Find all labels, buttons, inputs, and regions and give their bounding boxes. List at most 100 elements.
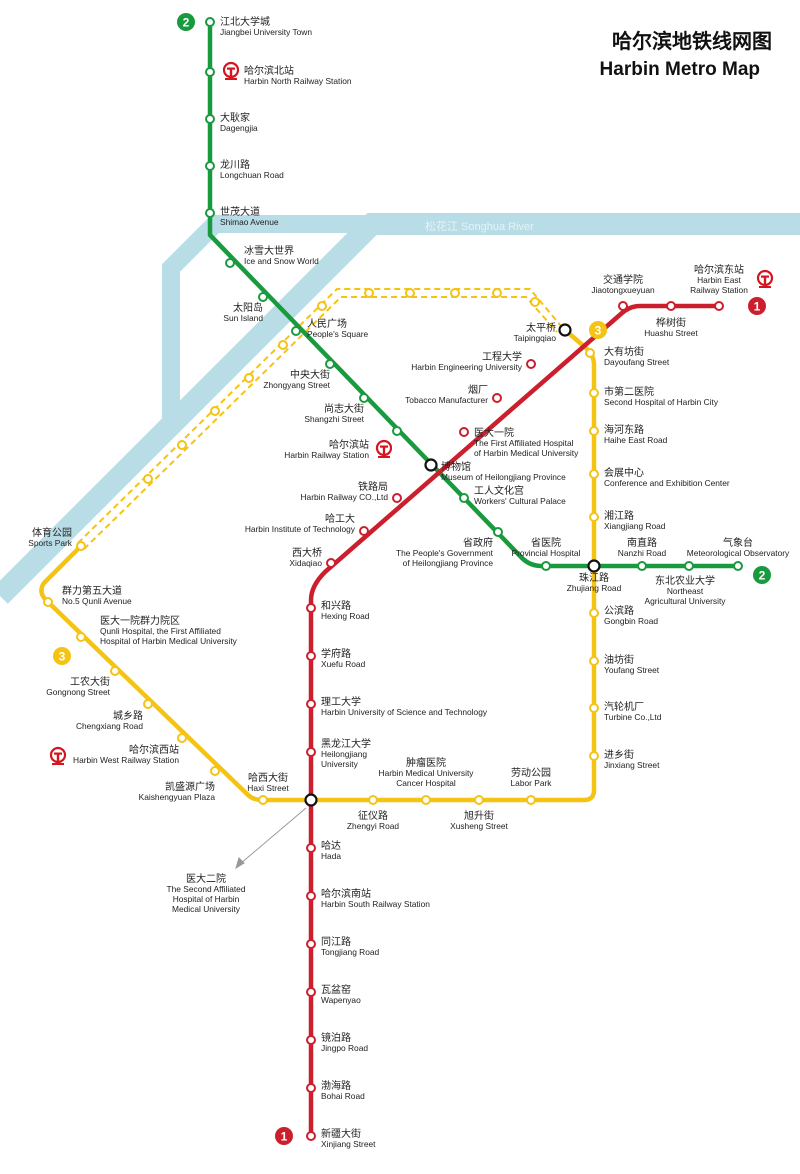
station-marker[interactable]: [589, 512, 599, 522]
station-marker[interactable]: [306, 891, 316, 901]
station-marker[interactable]: [733, 561, 743, 571]
station-marker[interactable]: [714, 301, 724, 311]
station-marker[interactable]: [368, 795, 378, 805]
station-marker[interactable]: [589, 469, 599, 479]
station-marker[interactable]: [459, 427, 469, 437]
interchange-marker[interactable]: [587, 559, 601, 573]
station-marker[interactable]: [177, 733, 187, 743]
station-marker[interactable]: [43, 597, 53, 607]
station-marker[interactable]: [306, 603, 316, 613]
station-marker[interactable]: [392, 426, 402, 436]
station-marker[interactable]: [421, 795, 431, 805]
station-marker[interactable]: [666, 301, 676, 311]
station-marker[interactable]: [306, 699, 316, 709]
station-marker[interactable]: [459, 493, 469, 503]
station-marker[interactable]: [493, 527, 503, 537]
station-marker[interactable]: [306, 939, 316, 949]
station-marker[interactable]: [526, 359, 536, 369]
station-marker[interactable]: [205, 208, 215, 218]
station-marker[interactable]: [637, 561, 647, 571]
station-marker[interactable]: [205, 114, 215, 124]
station-marker[interactable]: [392, 493, 402, 503]
station-marker[interactable]: [589, 656, 599, 666]
station-marker[interactable]: [474, 795, 484, 805]
station-marker[interactable]: [306, 747, 316, 757]
station-marker[interactable]: [541, 561, 551, 571]
station-marker[interactable]: [306, 651, 316, 661]
station-marker[interactable]: [359, 526, 369, 536]
station-marker[interactable]: [359, 393, 369, 403]
station-marker[interactable]: [205, 17, 215, 27]
station-marker[interactable]: [110, 666, 120, 676]
station-marker[interactable]: [589, 426, 599, 436]
interchange-marker[interactable]: [558, 323, 572, 337]
station-marker[interactable]: [589, 751, 599, 761]
station-marker[interactable]: [589, 608, 599, 618]
station-marker[interactable]: [684, 561, 694, 571]
station-marker[interactable]: [325, 359, 335, 369]
interchange-marker[interactable]: [304, 793, 318, 807]
station-marker[interactable]: [76, 541, 86, 551]
station-marker[interactable]: [205, 161, 215, 171]
station-marker[interactable]: [76, 632, 86, 642]
station-marker[interactable]: [618, 301, 628, 311]
station-marker[interactable]: [306, 1083, 316, 1093]
interchange-marker[interactable]: [424, 458, 438, 472]
station-marker[interactable]: [589, 703, 599, 713]
station-marker[interactable]: [225, 258, 235, 268]
station-marker[interactable]: [306, 843, 316, 853]
station-marker[interactable]: [526, 795, 536, 805]
station-marker[interactable]: [306, 1131, 316, 1141]
station-marker[interactable]: [258, 292, 268, 302]
station-marker[interactable]: [210, 766, 220, 776]
